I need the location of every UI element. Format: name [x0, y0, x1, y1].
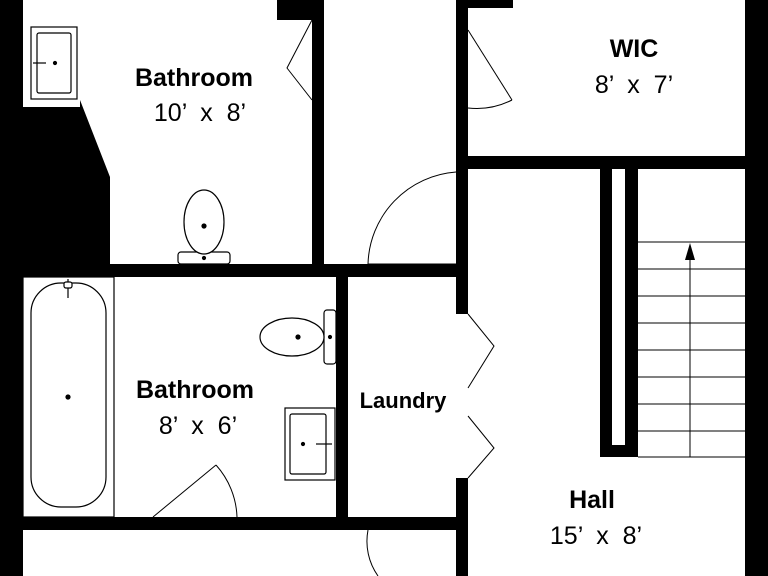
hall-dims: 15’ x 8’: [550, 522, 642, 550]
wall-upper-bath-right: [312, 120, 324, 270]
wic-dims: 8’ x 7’: [595, 71, 673, 99]
doors: [152, 19, 513, 576]
lower-bathroom-name: Bathroom: [136, 376, 254, 404]
hall-door-swing: [367, 171, 457, 265]
wic-door-leaf: [467, 29, 513, 101]
upper-bathroom-name: Bathroom: [135, 64, 253, 92]
corridor-floor: [324, 0, 456, 270]
walls: [23, 0, 745, 530]
lower-bath-door-leaf: [152, 464, 217, 518]
wall-bath-laundry: [336, 264, 348, 530]
wall-top-right-stub: [456, 0, 513, 8]
upper-bathroom-floor: [80, 0, 312, 264]
wall-wic-bottom: [468, 156, 745, 169]
wall-mid-horizontal: [110, 264, 468, 277]
wall-top-left-stub: [277, 0, 324, 8]
stair-rail-inner: [612, 169, 625, 445]
hall-name: Hall: [569, 486, 615, 514]
wall-bottom-mid: [237, 517, 468, 530]
laundry-bifold-door-upper: [467, 313, 495, 389]
bottom-floor: [23, 530, 358, 576]
wic-floor: [468, 0, 745, 156]
laundry-bifold-door-lower: [467, 415, 495, 479]
lower-toilet-dot2: [327, 334, 333, 340]
bottom-door-swing: [366, 529, 379, 576]
wall-laundry-hall-top: [456, 264, 468, 314]
upper-bathroom-dims: 10’ x 8’: [154, 99, 246, 127]
wall-corridor-right: [456, 0, 468, 169]
stair-up-arrow-icon: [685, 243, 695, 260]
bottom-floor-right: [358, 530, 456, 576]
upper-toilet-bowl: [183, 189, 225, 255]
fixtures: [22, 26, 337, 518]
bathtub-drain: [65, 394, 71, 400]
lower-sink-drain: [300, 441, 306, 447]
wic-door-swing: [467, 99, 513, 109]
upper-toilet-dot: [201, 223, 207, 229]
laundry-name: Laundry: [360, 388, 448, 413]
upper-toilet-dot2: [201, 255, 207, 261]
stairs: [638, 241, 745, 458]
bathtub-faucet-head: [63, 281, 73, 289]
wall-bottom-left: [23, 517, 153, 530]
lower-bathroom-dims: 8’ x 6’: [159, 412, 237, 440]
lower-toilet-bowl: [259, 317, 325, 357]
lower-toilet-dot: [295, 334, 301, 340]
lower-bath-door-swing: [215, 464, 238, 518]
laundry-floor: [348, 277, 456, 517]
wic-name: WIC: [610, 35, 659, 63]
upper-sink-drain: [52, 60, 58, 66]
corridor-bifold-door: [286, 19, 313, 101]
